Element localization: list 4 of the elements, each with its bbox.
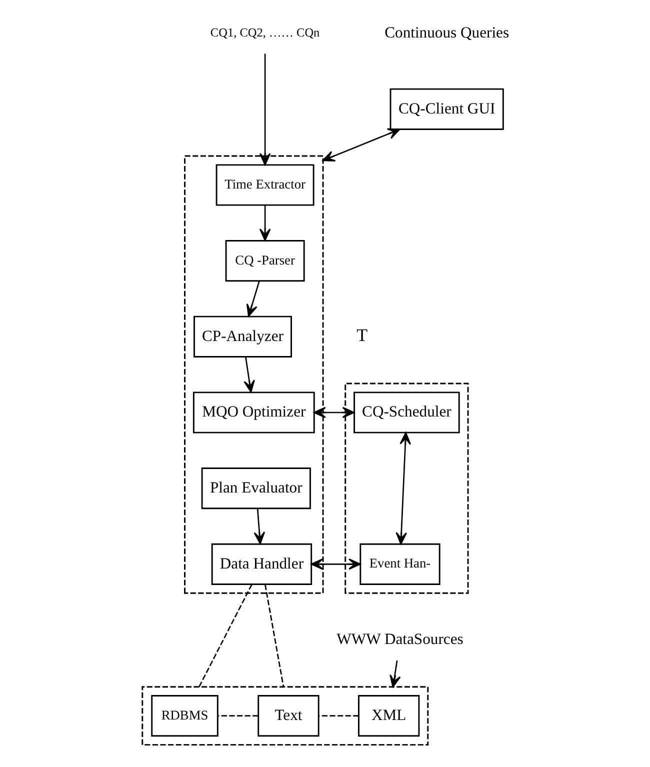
label: T: [356, 324, 368, 345]
node-text: WWW DataSources: [336, 631, 464, 648]
node-text: CQ1, CQ2, …… CQn: [210, 25, 320, 40]
label: Continuous Queries: [384, 24, 510, 42]
